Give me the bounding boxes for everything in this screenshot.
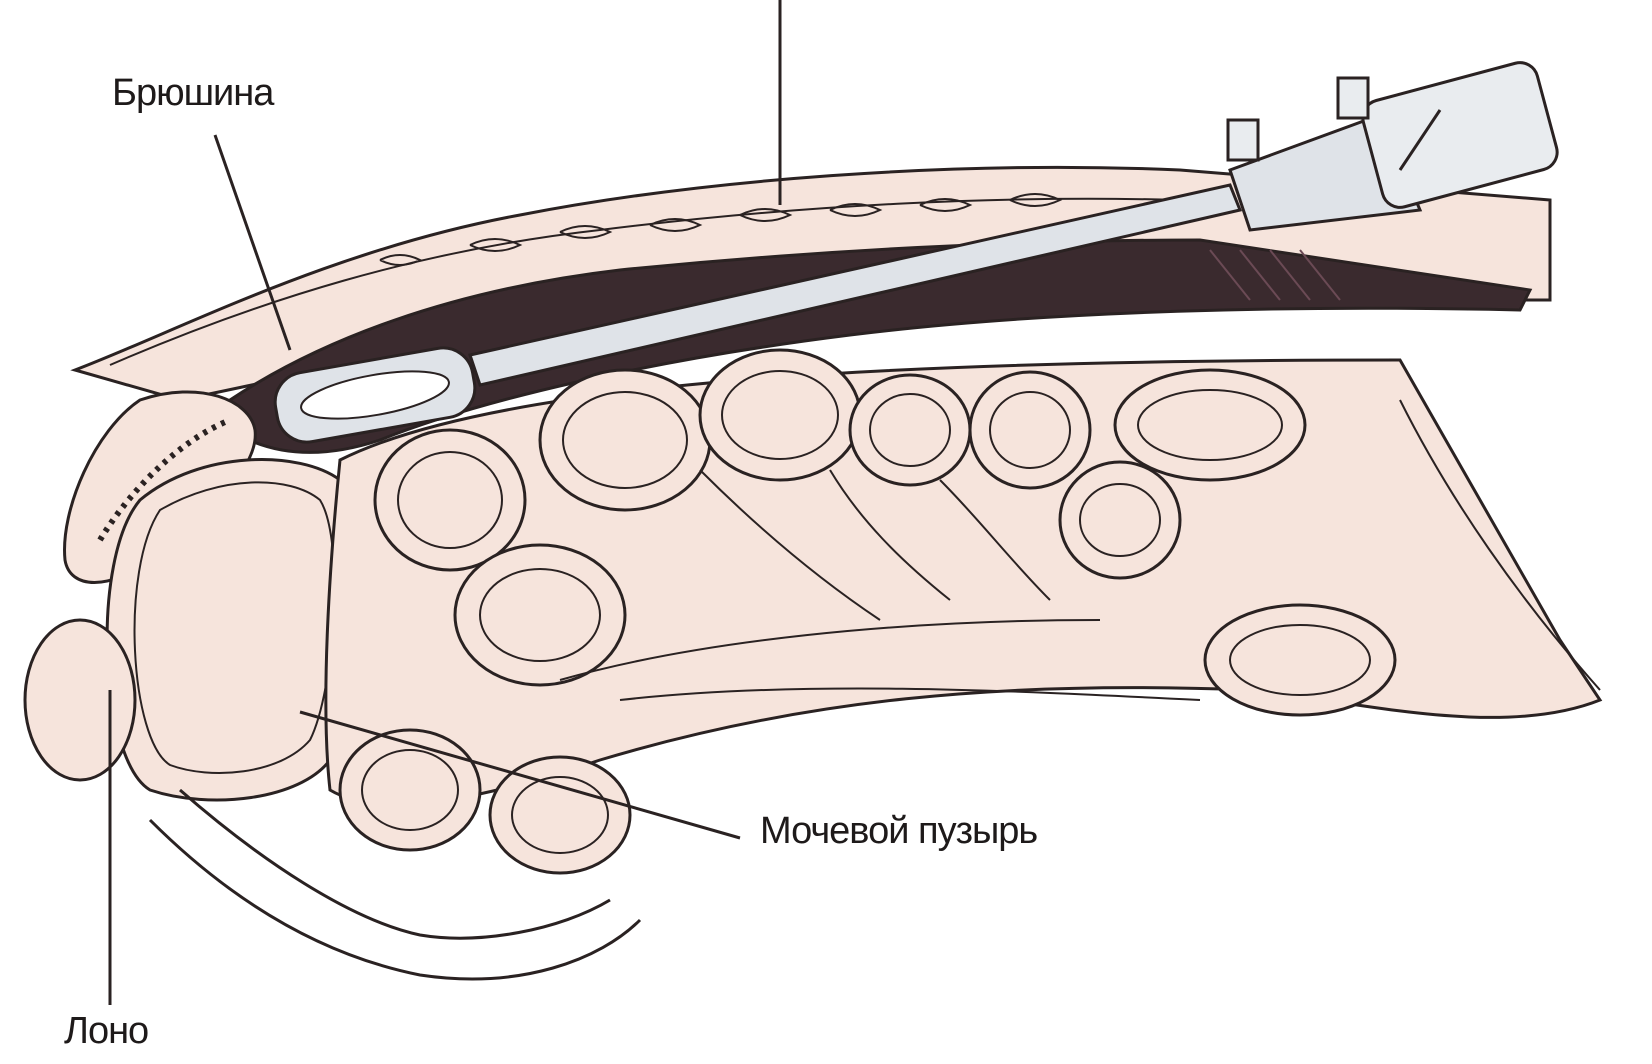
peritoneum-label: Брюшина	[112, 72, 273, 115]
bladder	[107, 460, 358, 800]
intestinal-loops	[326, 350, 1600, 873]
bladder-label: Мочевой пузырь	[760, 810, 1037, 853]
pubis-label: Лоно	[64, 1010, 148, 1053]
